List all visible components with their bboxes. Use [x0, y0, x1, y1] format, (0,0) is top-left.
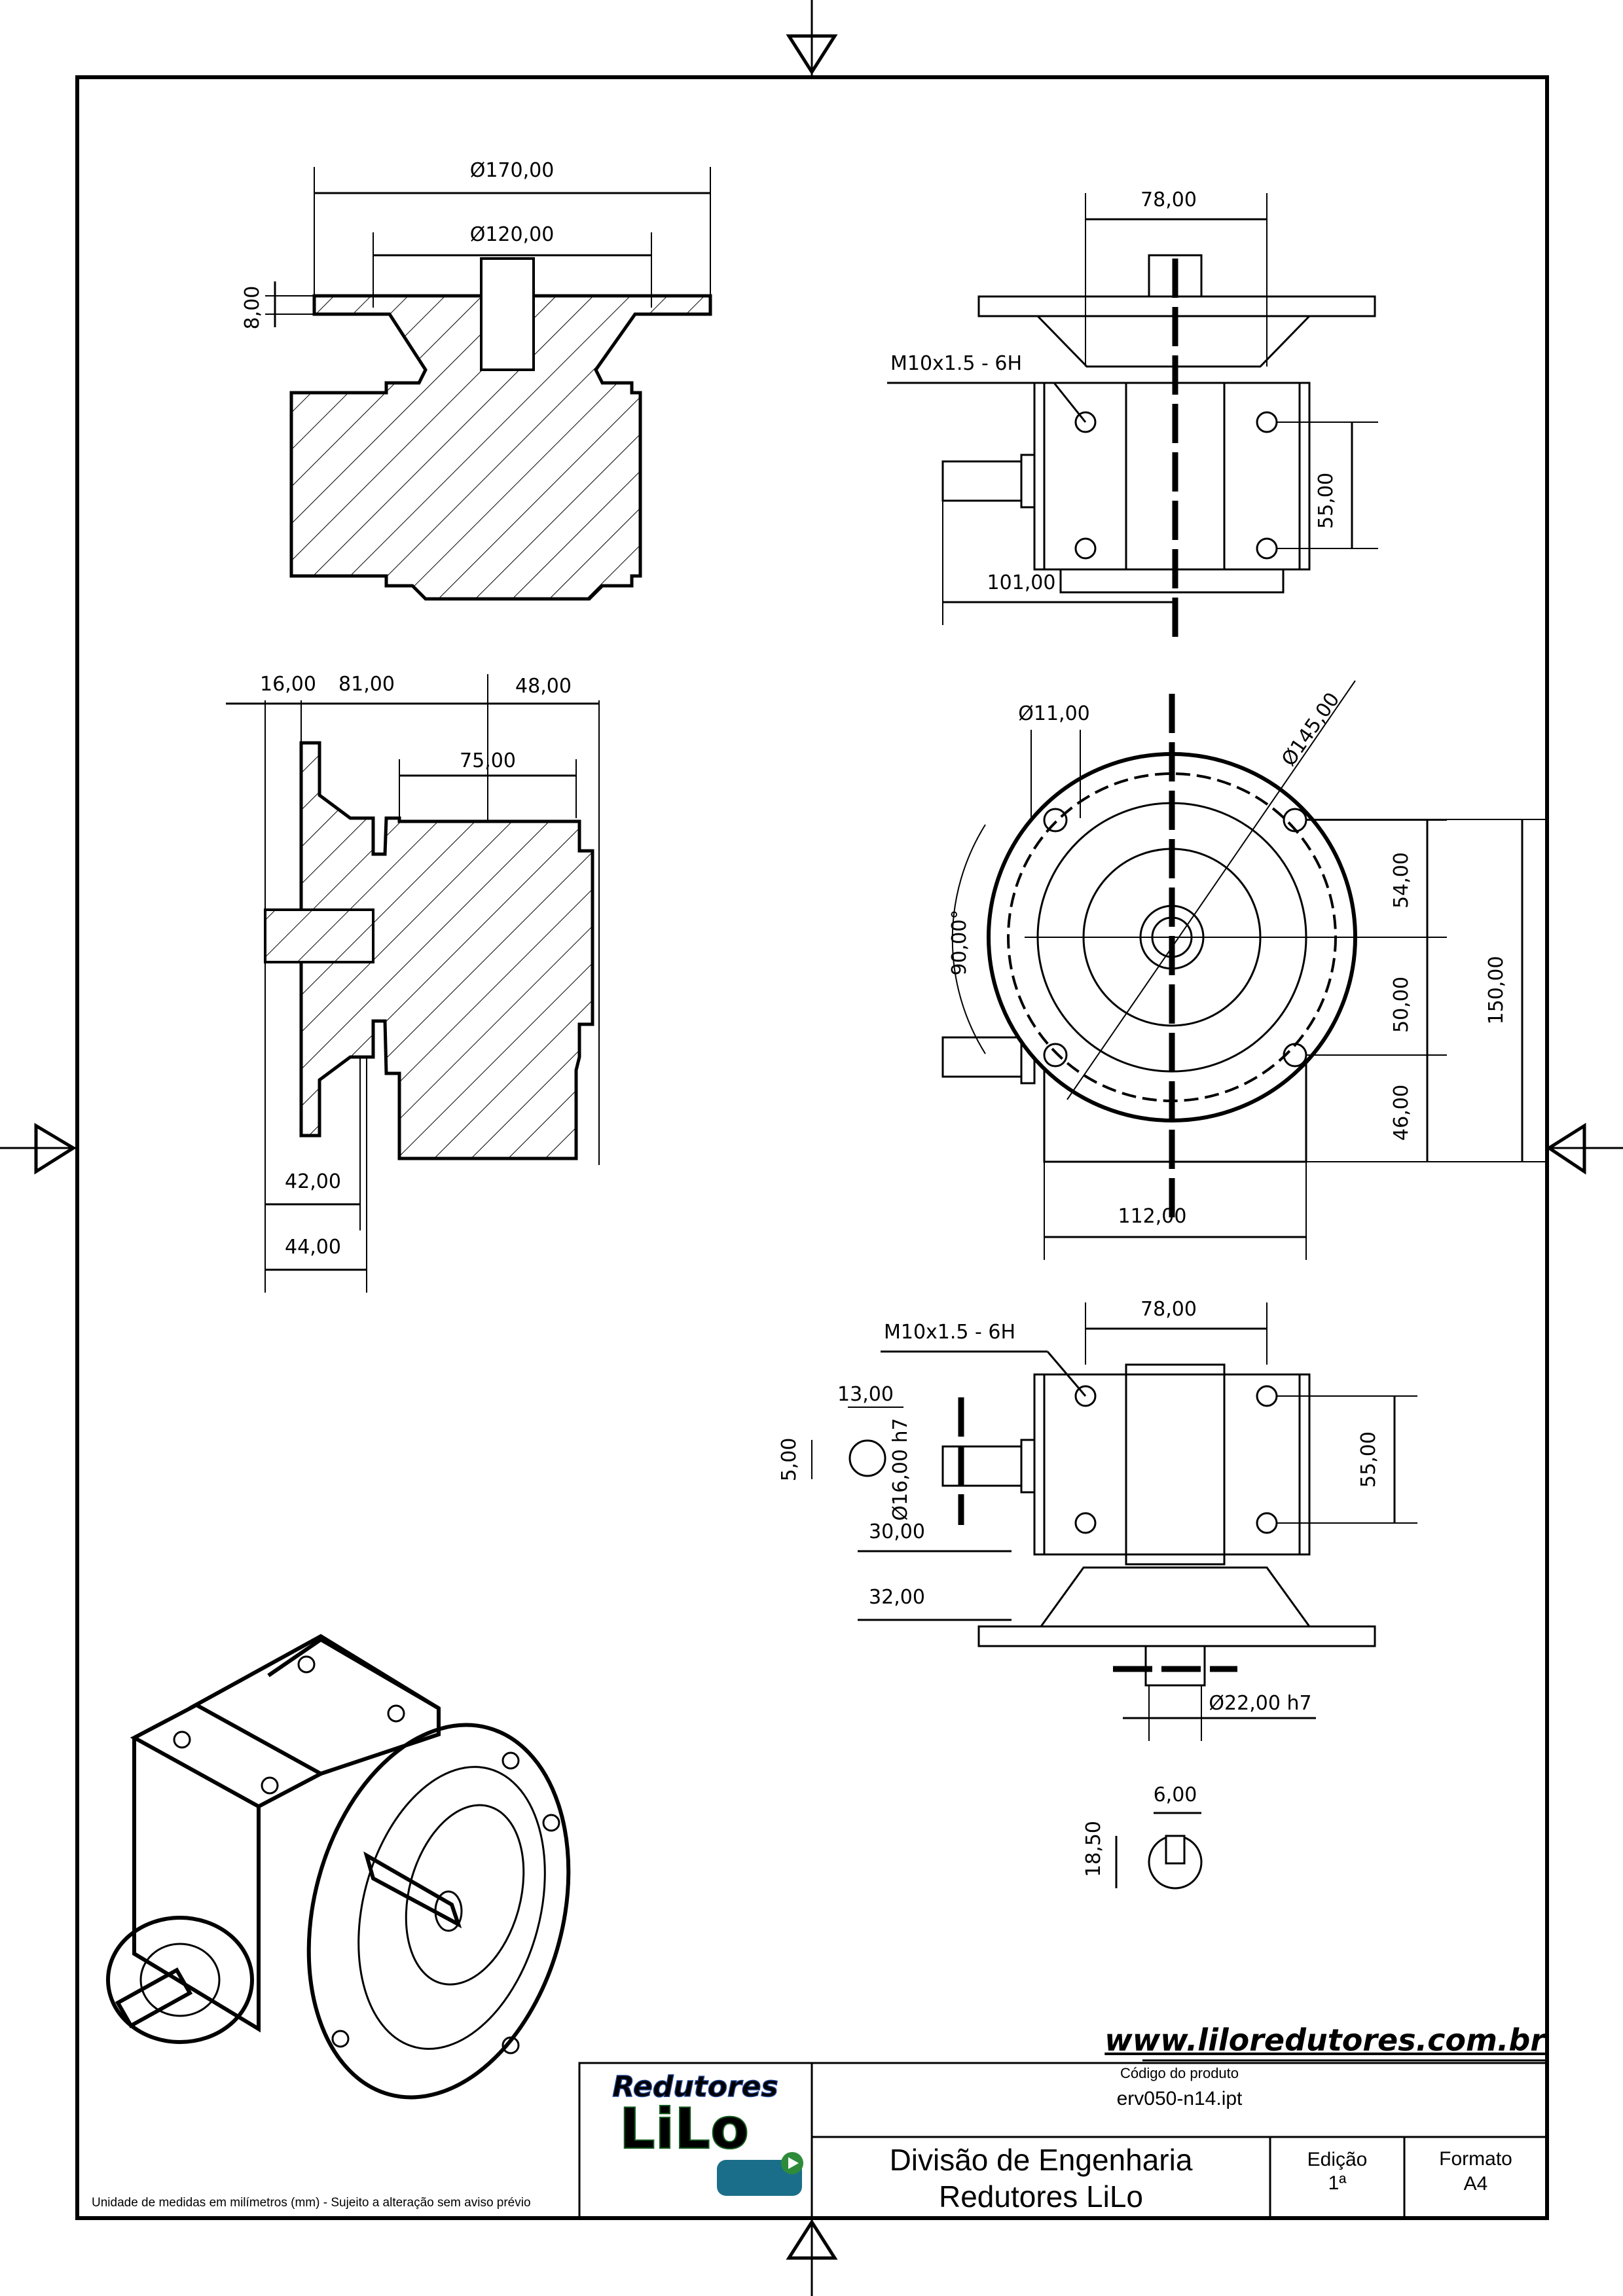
dim-len1: 30,00 [869, 1520, 925, 1543]
division-title: Divisão de Engenharia Redutores LiLo [812, 2142, 1270, 2215]
dim-top-width: 78,00 [1140, 188, 1197, 211]
key-detail: 6,00 18,50 [1082, 1784, 1203, 1890]
top-right-view: 78,00 M10x1.5 - 6H 55,00 101,00 [887, 188, 1378, 641]
dim-total-height: 150,00 [1485, 956, 1508, 1025]
edition-label: Edição [1307, 2149, 1368, 2170]
bottom-right-view: 78,00 M10x1.5 - 6H 55,00 13,00 5,00 Ø16,… [778, 1298, 1417, 1741]
website-link[interactable]: www.liloredutores.com.br [1104, 2022, 1545, 2058]
division-line-1: Divisão de Engenharia [889, 2143, 1193, 2177]
product-code: erv050-n14.ipt [1116, 2088, 1243, 2109]
dim-bolt-circle: Ø145,00 [1277, 689, 1344, 770]
dim-bottom-width: 78,00 [1140, 1298, 1197, 1321]
middle-left-section-view: 16,00 81,00 48,00 75,00 42,00 44,00 [226, 673, 600, 1293]
middle-right-front-view: Ø145,00 Ø11,00 90,00° 54,00 50,00 46,00 … [941, 680, 1545, 1260]
svg-text:LiLo: LiLo [619, 2096, 749, 2162]
dim-outer-flange: Ø170,00 [470, 159, 555, 182]
dim-h1: 54,00 [1390, 852, 1413, 908]
dim-h3: 46,00 [1390, 1085, 1413, 1141]
dim-shaft-dia: Ø16,00 h7 [889, 1418, 912, 1520]
edition-cell: Edição 1ª [1270, 2148, 1404, 2195]
dim-d: 75,00 [460, 749, 516, 772]
dim-bottom-holes: 55,00 [1357, 1431, 1380, 1488]
isometric-view [106, 1634, 571, 2100]
format-cell: Formato A4 [1404, 2147, 1547, 2197]
dim-a: 16,00 [260, 673, 316, 696]
dim-shaft-offset: 101,00 [987, 571, 1056, 594]
format-label: Formato [1439, 2148, 1512, 2170]
dim-key-detail-width: 6,00 [1154, 1784, 1197, 1806]
division-line-2: Redutores LiLo [939, 2179, 1143, 2214]
dim-out-shaft: Ø22,00 h7 [1209, 1692, 1311, 1715]
dim-len2: 32,00 [869, 1586, 925, 1609]
dim-h2: 50,00 [1390, 977, 1413, 1033]
dim-key-detail-height: 18,50 [1082, 1821, 1105, 1877]
dim-key-width: 13,00 [837, 1383, 894, 1406]
dim-c: 48,00 [515, 675, 572, 698]
thread-label-top: M10x1.5 - 6H [890, 352, 1022, 375]
format-value: A4 [1463, 2173, 1488, 2195]
dim-b: 81,00 [338, 673, 395, 696]
thread-label-bottom: M10x1.5 - 6H [884, 1321, 1015, 1344]
dim-inner-pilot: Ø120,00 [470, 223, 555, 246]
dim-front-width: 112,00 [1118, 1205, 1187, 1228]
dim-f: 44,00 [285, 1236, 341, 1259]
top-left-section-view: Ø170,00 Ø120,00 8,00 [241, 159, 712, 601]
dim-angle: 90,00° [948, 910, 971, 976]
title-block: Redutores LiLo [578, 2059, 1548, 2219]
company-logo: Redutores LiLo [612, 2070, 803, 2196]
units-note: Unidade de medidas em milímetros (mm) - … [92, 2196, 531, 2210]
dim-e: 42,00 [285, 1170, 341, 1193]
dim-hole: Ø11,00 [1018, 702, 1090, 725]
edition-value: 1ª [1328, 2172, 1347, 2194]
dim-top-holes: 55,00 [1315, 473, 1338, 529]
dim-flange-thickness: 8,00 [241, 286, 264, 330]
product-code-label: Código do produto [1120, 2065, 1239, 2081]
dim-key-height: 5,00 [778, 1438, 801, 1482]
svg-text:Redutores: Redutores [612, 2070, 778, 2104]
